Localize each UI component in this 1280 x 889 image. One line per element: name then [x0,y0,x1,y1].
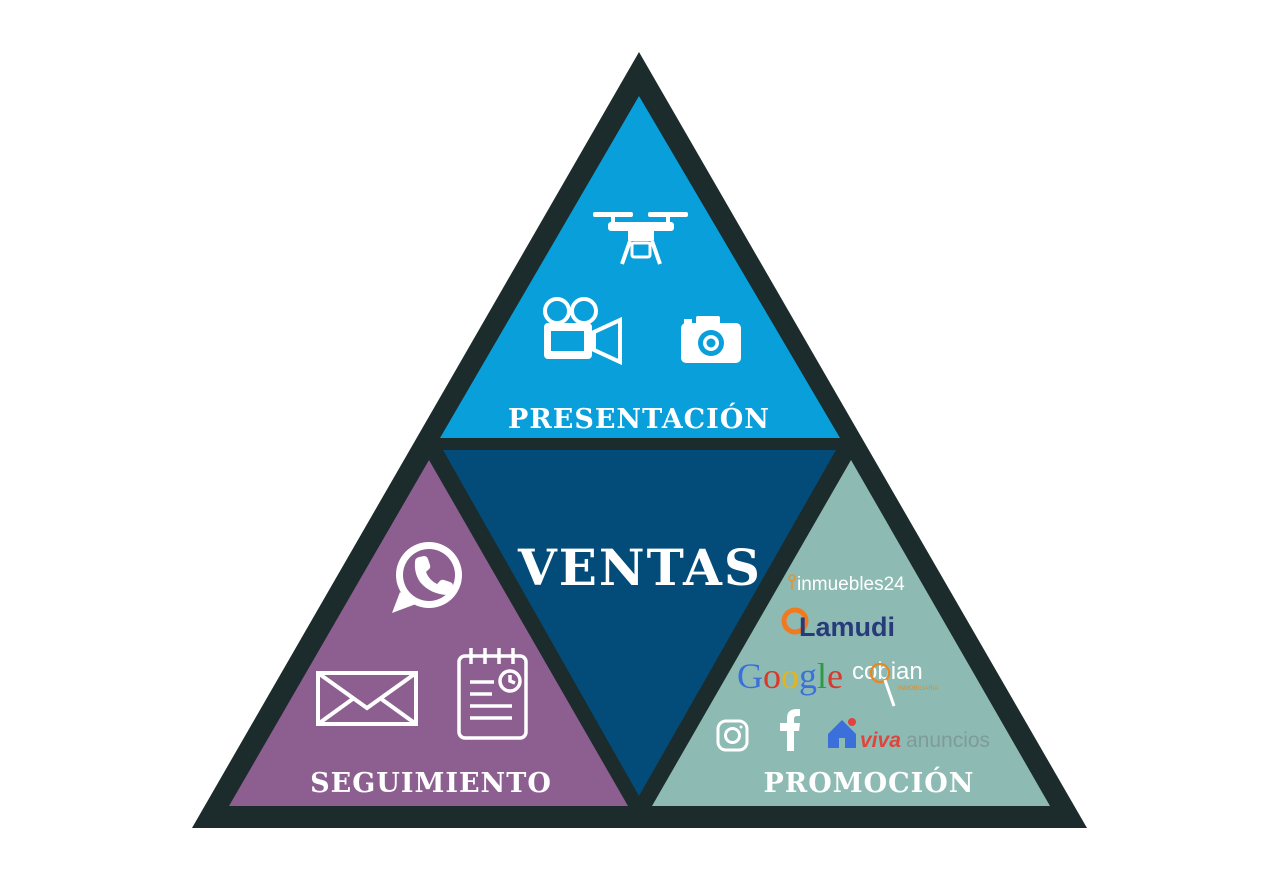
promocion-label: PROMOCIÓN [764,765,975,799]
lamudi-text: Lamudi [799,612,895,642]
whatsapp-icon [392,542,462,613]
photo-camera-icon [681,316,741,363]
facebook-icon [780,709,800,751]
drone-icon [593,212,688,265]
viva-text: viva [860,729,901,752]
right-triangle [652,460,1050,806]
presentacion-label: PRESENTACIÓN [508,401,770,435]
lamudi-logo: Lamudi [781,607,895,642]
inmuebles24-logo: inmuebles24 [788,574,905,595]
google-logo: Google [737,656,843,696]
google-text: Google [737,656,843,696]
inmuebles24-text: inmuebles24 [797,574,905,595]
cobian-subtext: INMOBILIARIA [898,686,938,692]
cobian-text: cobian [852,658,923,685]
calendar-icon [457,648,528,740]
mail-icon [316,671,418,726]
cobian-logo: cobian INMOBILIARIA [852,658,938,707]
instagram-icon [716,719,749,752]
center-triangle [443,450,836,796]
video-camera-icon [543,297,622,366]
vivanuncios-logo: viva anuncios [828,718,990,752]
ventas-label: VENTAS [517,538,762,597]
left-triangle [229,460,628,806]
anuncios-text: anuncios [906,729,990,752]
seguimiento-label: SEGUIMIENTO [310,768,552,799]
top-triangle [440,96,840,438]
